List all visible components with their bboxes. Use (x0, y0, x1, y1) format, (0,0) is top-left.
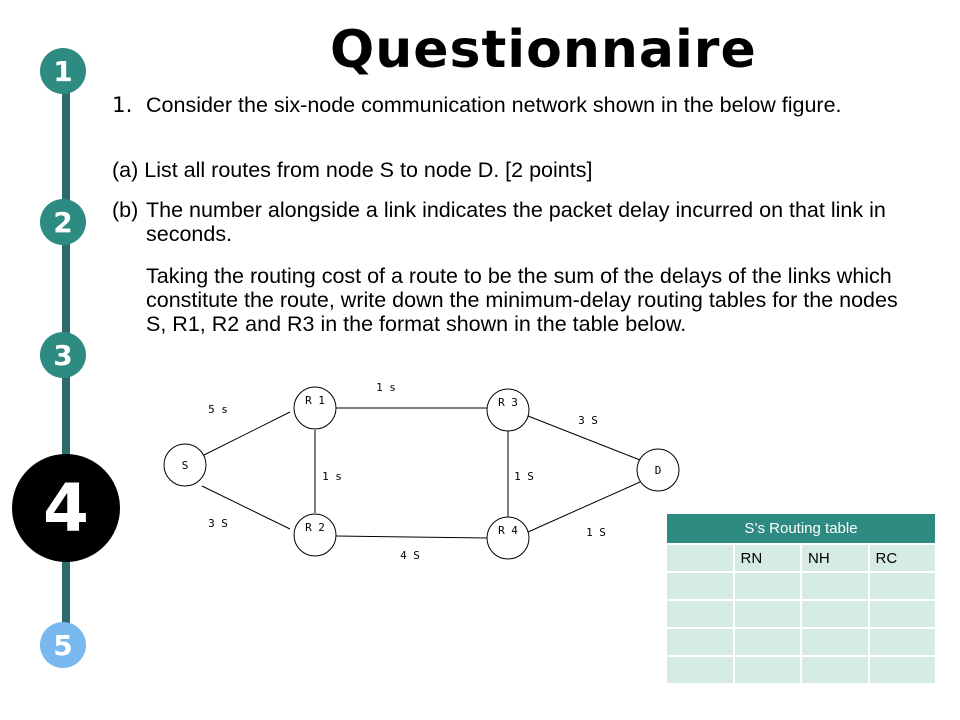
table-row (665, 599, 937, 629)
node-r4-label: R 4 (498, 524, 518, 537)
network-diagram: S R 1 R 2 R 3 R 4 D 5 s 3 S 1 s 1 s 1 S … (163, 381, 680, 562)
column-header-rn: RN (732, 543, 802, 573)
question-number: 1. (112, 93, 133, 118)
node-r1-label: R 1 (305, 394, 325, 407)
table-cell[interactable] (800, 599, 870, 629)
question-intro-text: Consider the six-node communication netw… (146, 93, 842, 117)
routing-table-caption: S’s Routing table (665, 512, 937, 545)
delay-r4-d: 1 S (586, 526, 606, 539)
node-r1-circle (293, 386, 337, 430)
table-cell[interactable] (867, 571, 937, 601)
delay-s-r2: 3 S (208, 517, 228, 530)
delay-r3-r4: 1 S (514, 470, 534, 483)
node-s-label: S (182, 459, 189, 472)
table-row (665, 571, 937, 601)
table-cell[interactable] (732, 571, 802, 601)
table-cell[interactable] (665, 655, 735, 685)
delay-r2-r4: 4 S (400, 549, 420, 562)
table-cell[interactable] (732, 627, 802, 657)
table-cell (665, 543, 735, 573)
step-5-badge[interactable]: 5 (40, 622, 86, 668)
node-d-circle (636, 448, 680, 492)
delay-r1-r2: 1 s (322, 470, 342, 483)
table-cell[interactable] (867, 655, 937, 685)
link-r3-d (527, 415, 641, 461)
node-r2-label: R 2 (305, 521, 325, 534)
table-cell[interactable] (867, 599, 937, 629)
column-header-rc: RC (867, 543, 937, 573)
link-s-r2 (201, 485, 291, 530)
delay-r1-r3: 1 s (376, 381, 396, 394)
table-cell[interactable] (665, 599, 735, 629)
table-cell[interactable] (732, 599, 802, 629)
link-r2-r4 (335, 535, 489, 539)
question-part-b-more: Taking the routing cost of a route to be… (146, 264, 898, 336)
node-d-label: D (655, 464, 662, 477)
node-r3-label: R 3 (498, 396, 518, 409)
table-cell[interactable] (867, 627, 937, 657)
question-intro: 1. Consider the six-node communication ne… (112, 93, 872, 118)
link-s-r1 (201, 411, 291, 457)
table-cell[interactable] (732, 655, 802, 685)
delay-r3-d: 3 S (578, 414, 598, 427)
table-cell[interactable] (800, 627, 870, 657)
delay-s-r1: 5 s (208, 403, 228, 416)
table-cell[interactable] (800, 571, 870, 601)
step-1-badge[interactable]: 1 (40, 48, 86, 94)
link-r4-d (527, 481, 641, 533)
step-4-badge-current[interactable]: 4 (12, 454, 120, 562)
table-row (665, 655, 937, 685)
node-r2-circle (293, 513, 337, 557)
node-r3-circle (486, 388, 530, 432)
question-part-a: (a) List all routes from node S to node … (112, 158, 593, 182)
column-header-nh: NH (800, 543, 870, 573)
question-part-b: (b) The number alongside a link indicates… (112, 198, 912, 246)
table-cell[interactable] (665, 571, 735, 601)
step-2-badge[interactable]: 2 (40, 199, 86, 245)
part-b-text: The number alongside a link indicates th… (146, 198, 886, 246)
table-cell[interactable] (665, 627, 735, 657)
step-3-badge[interactable]: 3 (40, 332, 86, 378)
table-row (665, 627, 937, 657)
page-title: Questionnaire (330, 20, 757, 80)
table-cell[interactable] (800, 655, 870, 685)
table-row: RN NH RC (665, 543, 937, 573)
node-r4-circle (486, 516, 530, 560)
routing-table: S’s Routing table RN NH RC (665, 512, 937, 685)
part-b-label: (b) (112, 198, 139, 222)
node-s-circle (163, 443, 207, 487)
